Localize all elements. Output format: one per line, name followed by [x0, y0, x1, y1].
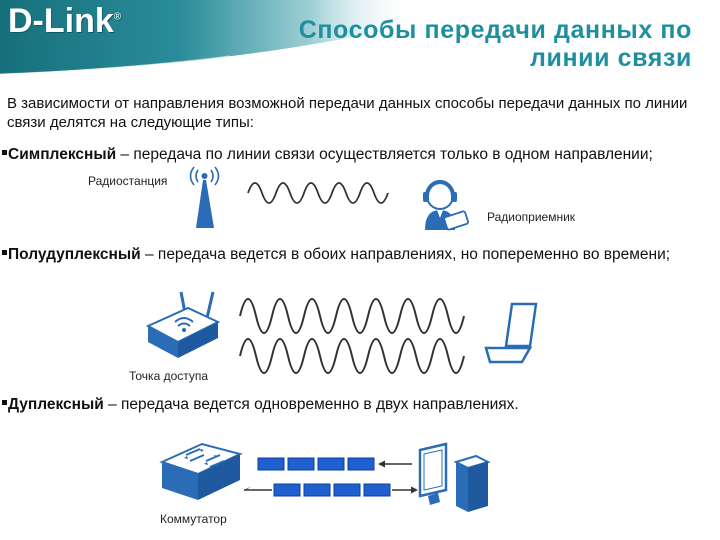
bullet-square-icon — [2, 400, 7, 406]
simplex-signal-wave — [247, 182, 389, 204]
mode-full-duplex: Дуплексный – передача ведется одновремен… — [2, 396, 718, 414]
header-band — [0, 0, 520, 75]
network-switch-icon — [159, 442, 243, 500]
mode-name: Симплексный — [8, 146, 117, 163]
mode-half-duplex: Полудуплексный – передача ведется в обои… — [2, 246, 718, 264]
half-duplex-wave-top — [239, 298, 465, 334]
label-radio-station: Радиостанция — [88, 174, 168, 188]
label-radio-receiver: Радиоприемник — [487, 210, 576, 224]
dlink-logo: D-Link® — [8, 2, 122, 40]
bullet-square-icon — [2, 250, 7, 256]
intro-text: В зависимости от направления возможной п… — [7, 95, 688, 131]
label-access-point: Точка доступа — [129, 369, 209, 383]
half-duplex-wave-bottom — [239, 338, 465, 374]
mode-name: Дуплексный — [8, 396, 104, 413]
packet-row-top — [257, 457, 375, 471]
radio-tower-icon — [189, 166, 220, 228]
arrow-to-switch — [378, 460, 412, 468]
wireless-router-icon — [145, 291, 221, 358]
mode-name: Полудуплексный — [8, 246, 141, 263]
page-title: Способы передачи данных по линии связи — [298, 16, 692, 72]
label-switch: Коммутатор — [160, 512, 227, 526]
mode-desc: – передача ведется в обоих направлениях,… — [140, 246, 671, 263]
mode-desc: – передача ведется одновременно в двух н… — [103, 396, 519, 413]
packet-row-bottom — [273, 483, 391, 497]
headset-operator-icon — [423, 180, 470, 231]
arrow-to-computer — [392, 486, 418, 494]
arrow-from-switch — [244, 486, 272, 491]
mode-desc: – передача по линии связи осуществляется… — [116, 146, 653, 163]
desktop-computer-icon — [418, 442, 491, 512]
bullet-square-icon — [2, 150, 7, 156]
mode-simplex: Симплексный – передача по линии связи ос… — [2, 146, 718, 164]
laptop-icon — [484, 302, 538, 364]
